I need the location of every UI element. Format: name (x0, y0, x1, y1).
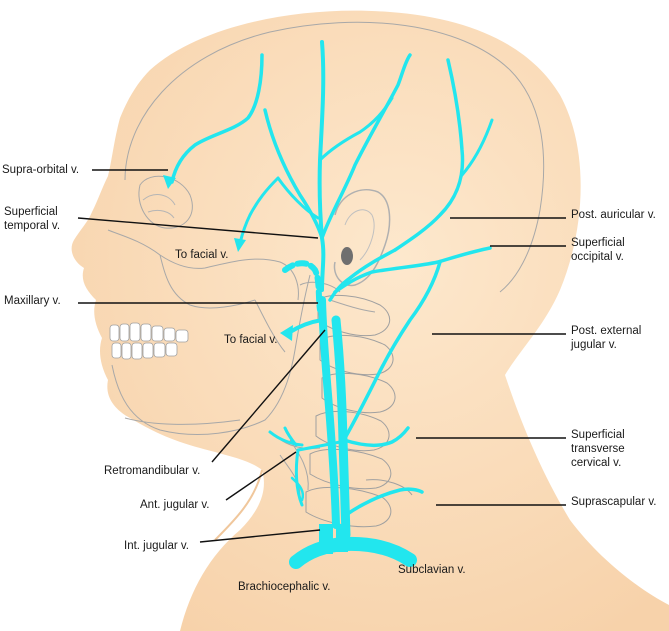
label-retromandibular: Retromandibular v. (104, 464, 200, 478)
int-jugular-base (319, 524, 333, 554)
label-maxillary: Maxillary v. (4, 294, 61, 308)
label-post-auricular: Post. auricular v. (571, 208, 656, 222)
label-superficial-transverse-cervical: Superficial transverse cervical v. (571, 428, 625, 470)
label-post-external-jugular: Post. external jugular v. (571, 324, 641, 352)
head-silhouette (72, 11, 669, 631)
label-supra-orbital: Supra-orbital v. (2, 163, 79, 177)
label-to-facial-lower: To facial v. (224, 333, 277, 347)
ear-canal (341, 247, 353, 265)
label-ant-jugular: Ant. jugular v. (140, 498, 209, 512)
int-jugular-base-2 (336, 524, 348, 552)
label-brachiocephalic: Brachiocephalic v. (238, 580, 330, 594)
label-to-facial-upper: To facial v. (175, 248, 228, 262)
label-superficial-temporal: Superficial temporal v. (4, 205, 60, 233)
label-superficial-occipital: Superficial occipital v. (571, 236, 625, 264)
label-int-jugular: Int. jugular v. (124, 539, 189, 553)
label-subclavian: Subclavian v. (398, 563, 466, 577)
label-suprascapular: Suprascapular v. (571, 495, 656, 509)
